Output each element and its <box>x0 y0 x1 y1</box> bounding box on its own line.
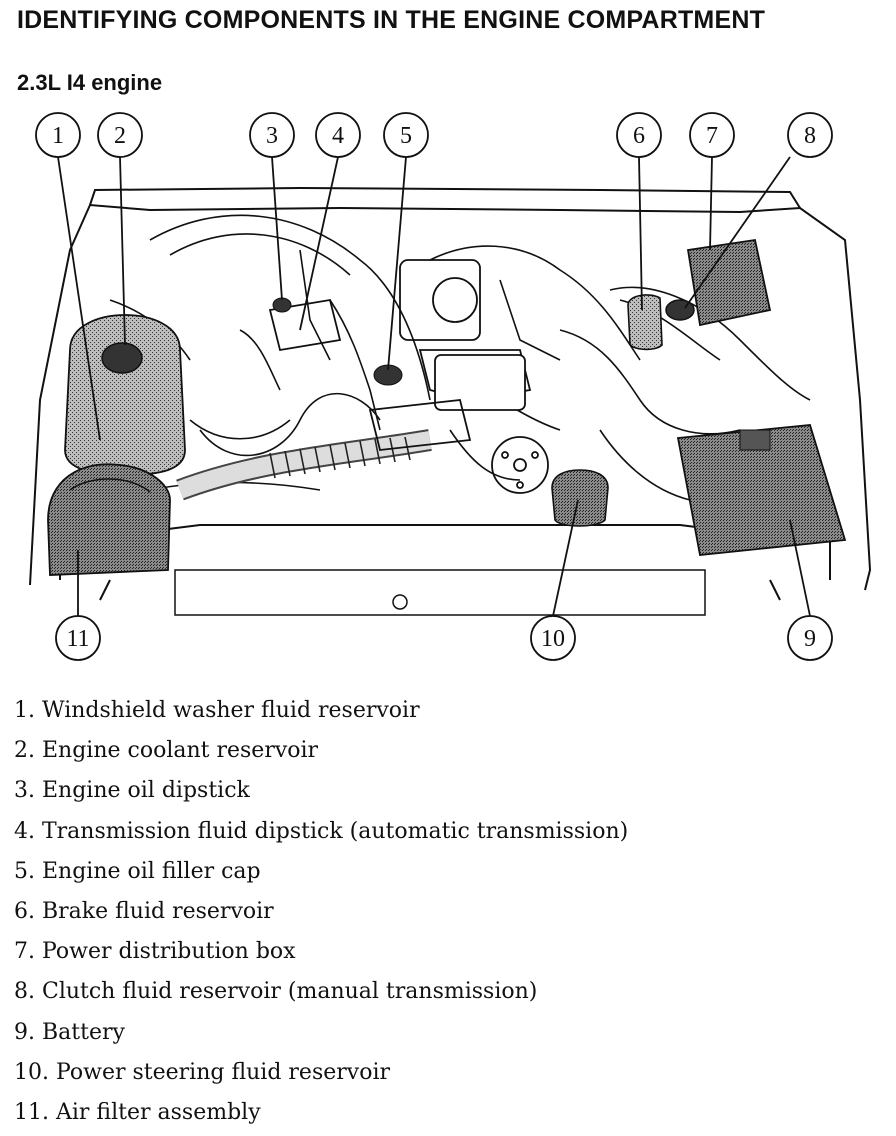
oil-dipstick <box>272 297 292 313</box>
callout-9: 9 <box>787 615 833 661</box>
callout-8: 8 <box>787 112 833 158</box>
legend-item: 7. Power distribution box <box>14 939 296 965</box>
callout-10: 10 <box>530 615 576 661</box>
power-steering-reservoir <box>551 469 609 527</box>
callout-3: 3 <box>249 112 295 158</box>
callout-3-number: 3 <box>266 123 278 149</box>
callout-6: 6 <box>616 112 662 158</box>
callout-9-number: 9 <box>804 626 816 652</box>
callout-10-number: 10 <box>541 626 565 652</box>
legend-item: 6. Brake fluid reservoir <box>14 898 274 924</box>
engine-compartment-diagram: 1 2 3 4 5 6 7 8 9 10 11 <box>29 112 872 661</box>
callout-markers: 1 2 3 4 5 6 7 8 9 10 11 <box>35 112 833 661</box>
callout-4: 4 <box>315 112 361 158</box>
callout-2: 2 <box>97 112 143 158</box>
power-distribution-box <box>686 238 772 327</box>
callout-7-number: 7 <box>706 123 718 149</box>
callout-5-number: 5 <box>400 123 412 149</box>
legend-item: 5. Engine oil filler cap <box>14 858 261 884</box>
callout-11: 11 <box>55 615 101 661</box>
legend-item: 4. Transmission fluid dipstick (automati… <box>14 818 629 844</box>
callout-4-number: 4 <box>332 123 344 149</box>
callout-5: 5 <box>383 112 429 158</box>
page-title: IDENTIFYING COMPONENTS IN THE ENGINE COM… <box>17 6 766 34</box>
intake-hose <box>176 429 432 501</box>
brake-fluid-reservoir <box>627 294 663 351</box>
engine-subtitle: 2.3L I4 engine <box>17 70 163 95</box>
air-filter-assembly <box>47 463 171 576</box>
legend-item: 9. Battery <box>14 1019 125 1045</box>
legend-item: 8. Clutch fluid reservoir (manual transm… <box>14 979 538 1005</box>
callout-1: 1 <box>35 112 81 158</box>
callout-6-number: 6 <box>633 123 645 149</box>
callout-7: 7 <box>689 112 735 158</box>
callout-1-number: 1 <box>52 123 64 149</box>
clutch-fluid-reservoir <box>665 299 695 321</box>
legend-item: 2. Engine coolant reservoir <box>14 738 319 764</box>
callout-8-number: 8 <box>804 123 816 149</box>
callout-2-number: 2 <box>114 123 126 149</box>
component-legend: 1. Windshield washer fluid reservoir 2. … <box>14 693 628 1135</box>
legend-item: 3. Engine oil dipstick <box>14 778 250 804</box>
engine-block <box>268 259 549 494</box>
engine-bay-outline <box>29 186 872 616</box>
battery <box>676 424 847 556</box>
leader-lines <box>57 156 811 617</box>
legend-item: 10. Power steering fluid reservoir <box>14 1059 391 1085</box>
callout-11-number: 11 <box>66 626 89 652</box>
legend-item: 1. Windshield washer fluid reservoir <box>14 698 420 723</box>
legend-item: 11. Air filter assembly <box>14 1099 261 1125</box>
